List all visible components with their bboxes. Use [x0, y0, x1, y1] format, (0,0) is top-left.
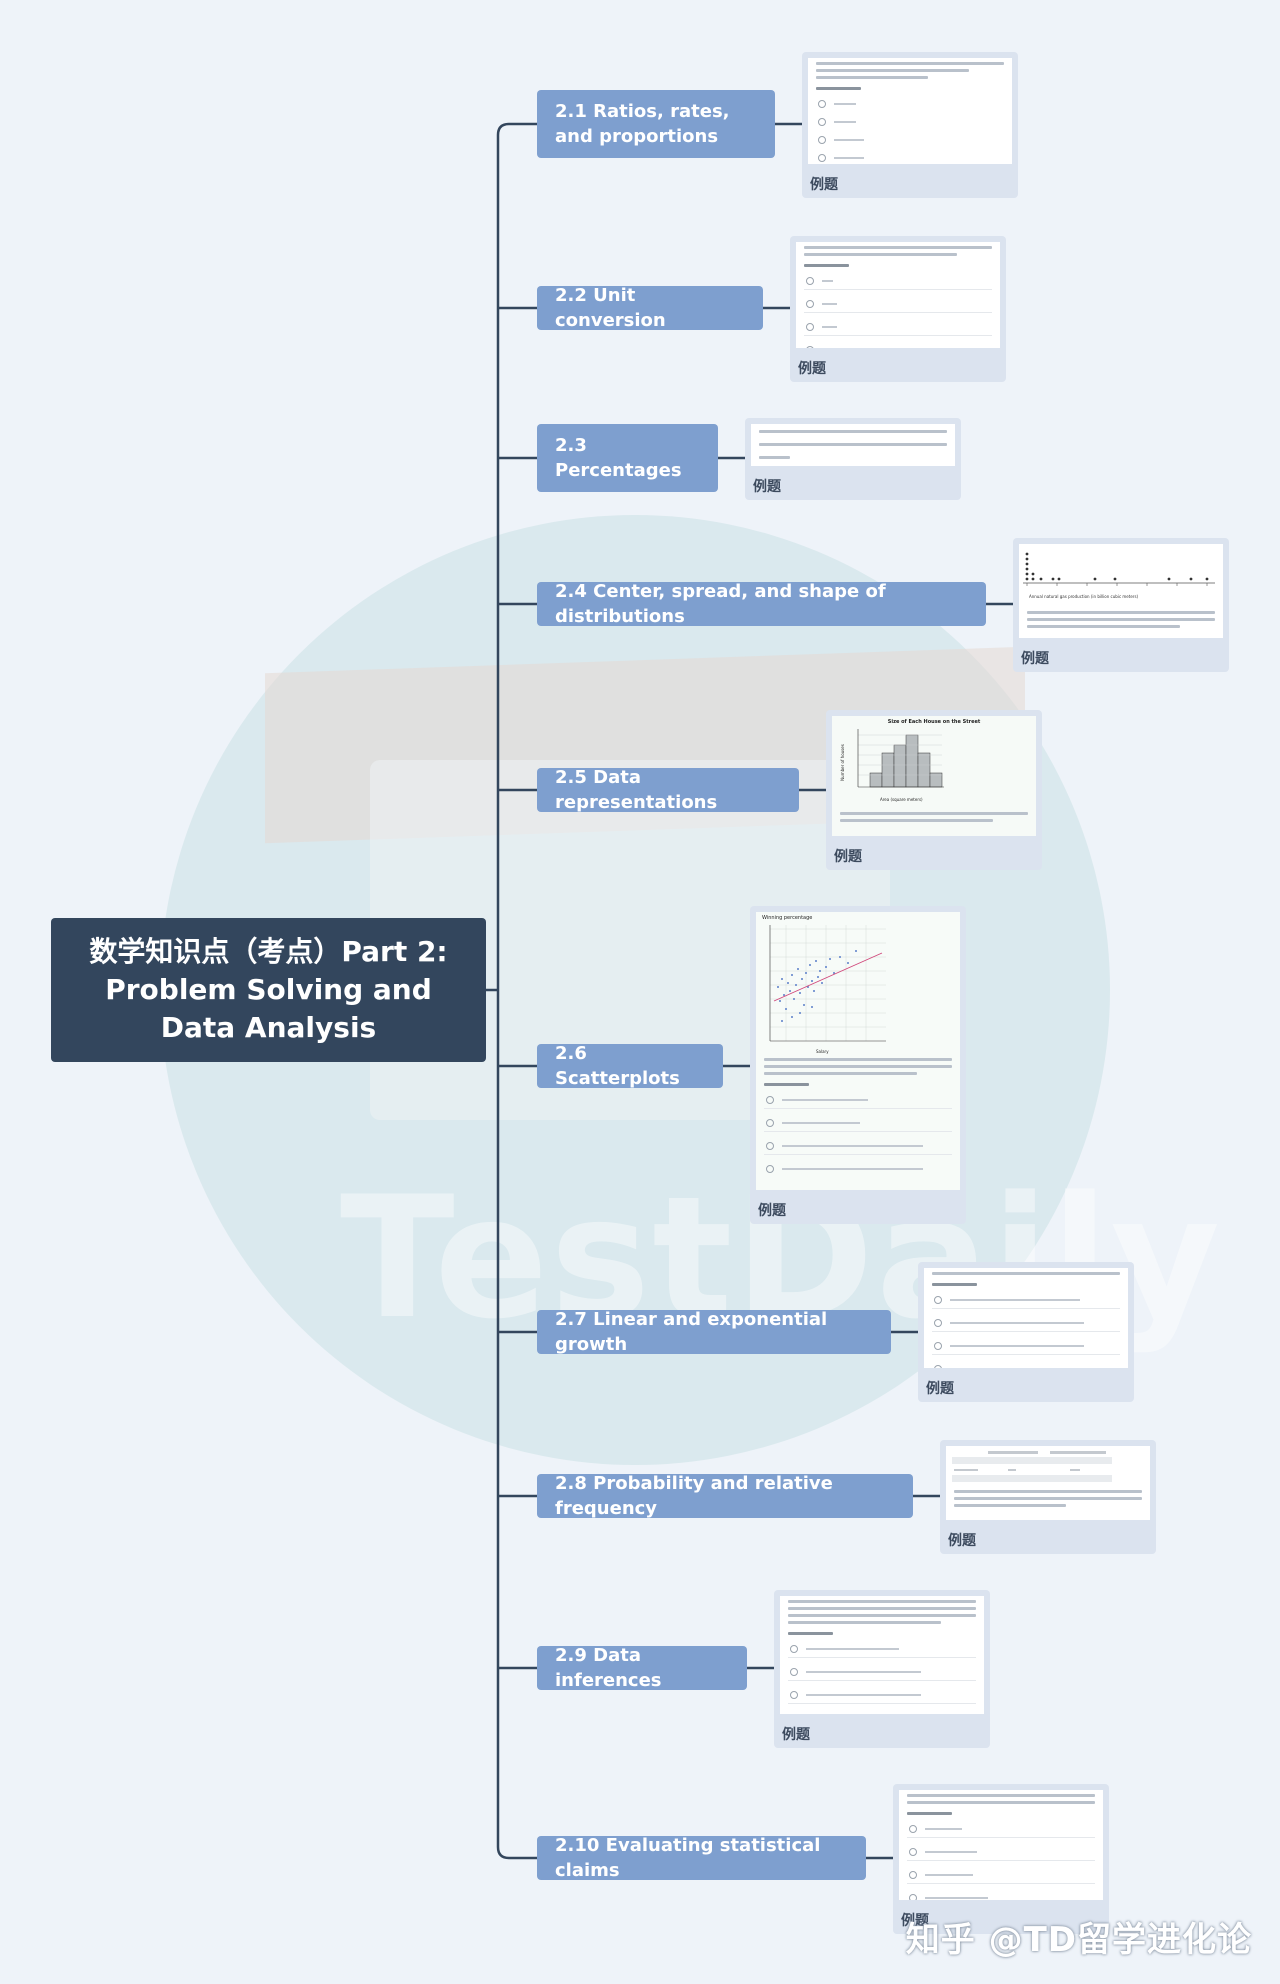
- example-thumbnail: Annual natural gas production (in billio…: [1019, 544, 1223, 638]
- example-card-2-5[interactable]: Size of Each House on the Street: [826, 710, 1042, 870]
- topic-label: 2.7 Linear and exponential growth: [555, 1309, 828, 1355]
- histogram-ylabel: Number of houses: [839, 744, 845, 781]
- central-topic-line3: Data Analysis: [160, 1011, 377, 1044]
- example-card-2-7[interactable]: 例题: [918, 1262, 1134, 1402]
- topic-2-6[interactable]: 2.6 Scatterplots: [537, 1043, 723, 1089]
- connector-2-10: [496, 1846, 537, 1860]
- histogram-thumbnail: [857, 729, 944, 788]
- card-label: 例题: [758, 1203, 786, 1219]
- example-thumbnail: [751, 424, 955, 466]
- central-topic-line1: 数学知识点（考点）Part 2:: [89, 935, 448, 968]
- table-thumbnail: [952, 1451, 1112, 1482]
- topic-label: 2.4 Center, spread, and shape of distrib…: [555, 581, 886, 627]
- example-card-2-4[interactable]: Annual natural gas production (in billio…: [1013, 538, 1229, 672]
- example-card-2-3[interactable]: 例题: [745, 418, 961, 500]
- topic-2-5[interactable]: 2.5 Data representations: [537, 767, 799, 813]
- scatterplot-thumbnail: [769, 925, 886, 1042]
- example-card-2-2[interactable]: 例题: [790, 236, 1006, 382]
- topic-label: 2.10 Evaluating statistical claims: [555, 1835, 821, 1881]
- dotplot-thumbnail: [1023, 552, 1215, 586]
- topic-label: 2.2 Unit conversion: [555, 285, 666, 331]
- card-label: 例题: [810, 177, 838, 193]
- scatter-xlabel: Salary: [816, 1049, 829, 1054]
- example-card-2-9[interactable]: 例题: [774, 1590, 990, 1748]
- card-label: 例题: [798, 361, 826, 377]
- topic-label: 2.5 Data representations: [555, 767, 718, 813]
- topic-label: 2.6 Scatterplots: [555, 1043, 680, 1089]
- central-topic-line2: Problem Solving and: [105, 973, 432, 1006]
- topic-2-7[interactable]: 2.7 Linear and exponential growth: [537, 1309, 891, 1355]
- topic-2-4[interactable]: 2.4 Center, spread, and shape of distrib…: [537, 581, 986, 627]
- connector-2-1: [496, 122, 537, 136]
- card-label: 例题: [948, 1533, 976, 1549]
- histogram-xlabel: Area (square meters): [880, 797, 923, 802]
- topic-2-9[interactable]: 2.9 Data inferences: [537, 1645, 747, 1691]
- card-label: 例题: [834, 849, 862, 865]
- example-card-2-10[interactable]: 例题: [893, 1784, 1109, 1934]
- topic-2-10[interactable]: 2.10 Evaluating statistical claims: [537, 1835, 866, 1881]
- card-label: 例题: [782, 1727, 810, 1743]
- dotplot-xlabel: Annual natural gas production (in billio…: [1029, 594, 1139, 599]
- topic-label: 2.8 Probability and relative frequency: [555, 1473, 833, 1519]
- topic-label: 2.1 Ratios, rates, and proportions: [555, 101, 730, 147]
- example-thumbnail: [924, 1268, 1128, 1368]
- card-label: 例题: [753, 479, 781, 495]
- example-thumbnail: [780, 1596, 984, 1714]
- example-thumbnail: Size of Each House on the Street: [832, 716, 1036, 836]
- example-thumbnail: [899, 1790, 1103, 1900]
- card-label: 例题: [1021, 651, 1049, 667]
- topic-label: 2.9 Data inferences: [555, 1645, 662, 1691]
- topic-label: 2.3 Percentages: [555, 435, 682, 481]
- central-topic[interactable]: 数学知识点（考点）Part 2: Problem Solving and Dat…: [51, 918, 486, 1062]
- topic-2-3[interactable]: 2.3 Percentages: [537, 424, 718, 492]
- topic-2-2[interactable]: 2.2 Unit conversion: [537, 285, 763, 331]
- topic-2-1[interactable]: 2.1 Ratios, rates, and proportions: [537, 90, 775, 158]
- example-card-2-1[interactable]: 例题: [802, 52, 1018, 198]
- histogram-title: Size of Each House on the Street: [887, 719, 981, 725]
- example-thumbnail: [808, 58, 1012, 164]
- example-thumbnail: [946, 1446, 1150, 1520]
- topic-2-8[interactable]: 2.8 Probability and relative frequency: [537, 1473, 913, 1519]
- example-thumbnail: [796, 242, 1000, 348]
- card-label: 例题: [926, 1381, 954, 1397]
- footer-credit: 知乎 @TD留学进化论: [905, 1920, 1252, 1960]
- card-label: 例题: [901, 1913, 929, 1929]
- example-card-2-8[interactable]: 例题: [940, 1440, 1156, 1554]
- scatter-title: Winning percentage: [762, 915, 813, 921]
- example-thumbnail: Winning percentage: [756, 912, 960, 1190]
- example-card-2-6[interactable]: Winning percentage: [750, 906, 966, 1224]
